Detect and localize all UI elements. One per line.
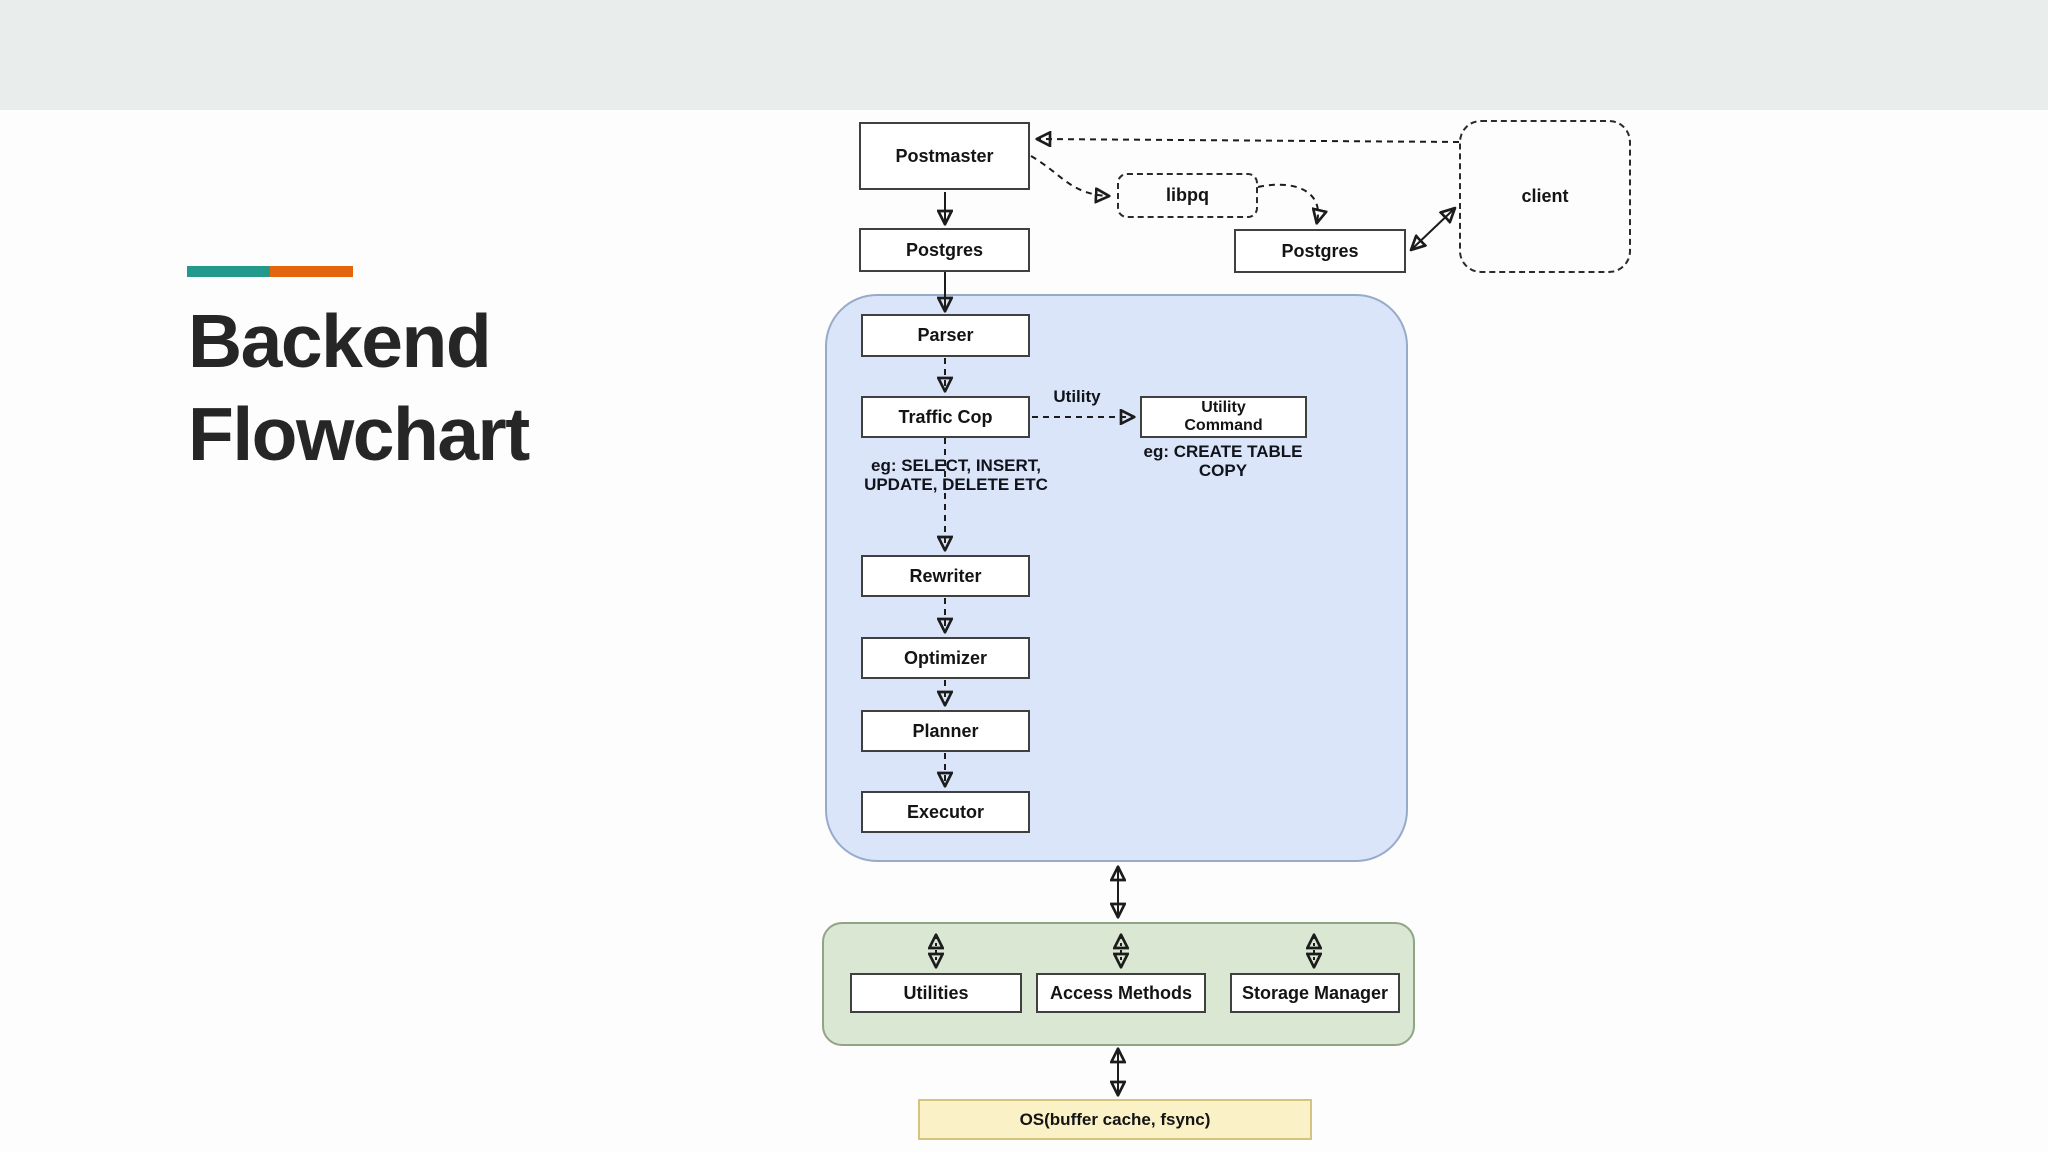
node-postgres-left-label: Postgres [905,239,984,260]
node-utility-command-line1: Utility [1201,398,1246,416]
note-select-insert-line2: UPDATE, DELETE ETC [864,475,1048,494]
node-utilities-label: Utilities [903,982,969,1003]
edge-client-postmaster [1038,139,1460,142]
node-libpq-label: libpq [1166,185,1209,206]
node-executor: Executor [861,791,1030,833]
node-access-methods-label: Access Methods [1049,982,1193,1003]
node-rewriter-label: Rewriter [909,565,982,586]
note-select-insert-line1: eg: SELECT, INSERT, [870,456,1042,475]
slide-title: Backend Flowchart [188,295,530,481]
node-parser-label: Parser [917,325,974,346]
node-postgres-right: Postgres [1234,229,1406,273]
node-storage-manager: Storage Manager [1230,973,1400,1013]
node-utility-command: Utility Command [1140,396,1307,438]
edge-libpq-postgres [1257,183,1318,222]
accent-bar-teal [187,266,270,277]
node-utility-command-line2: Command [1184,417,1263,434]
edge-postgres-client [1412,209,1454,249]
accent-bar-orange [270,266,353,277]
node-os: OS(buffer cache, fsync) [918,1099,1312,1140]
node-client: client [1459,120,1631,273]
edge-label-utility: Utility [1053,387,1101,406]
edge-postmaster-libpq [1030,155,1108,196]
note-create-table-line1: eg: CREATE TABLE [1143,442,1303,461]
node-client-label: client [1521,186,1569,207]
slide-title-line1: Backend [188,299,492,383]
node-os-label: OS(buffer cache, fsync) [1019,1109,1211,1129]
node-optimizer: Optimizer [861,637,1030,679]
node-optimizer-label: Optimizer [903,647,987,668]
node-planner-label: Planner [912,720,979,741]
node-utilities: Utilities [850,973,1022,1013]
node-traffic-cop-label: Traffic Cop [898,406,993,427]
node-libpq: libpq [1117,173,1258,218]
node-parser: Parser [861,314,1030,357]
node-postgres-right-label: Postgres [1281,240,1359,261]
note-select-insert: eg: SELECT, INSERT, UPDATE, DELETE ETC [846,456,1066,494]
node-storage-manager-label: Storage Manager [1241,982,1389,1003]
node-rewriter: Rewriter [861,555,1030,597]
top-band [0,0,2048,110]
node-traffic-cop: Traffic Cop [861,396,1030,438]
node-access-methods: Access Methods [1036,973,1206,1013]
node-postgres-left: Postgres [859,228,1030,272]
slide-title-line2: Flowchart [188,392,530,476]
node-executor-label: Executor [906,801,985,822]
node-planner: Planner [861,710,1030,752]
note-create-table-line2: COPY [1198,461,1248,480]
note-create-table: eg: CREATE TABLE COPY [1113,442,1333,480]
node-postmaster: Postmaster [859,122,1030,190]
node-postmaster-label: Postmaster [895,145,994,166]
